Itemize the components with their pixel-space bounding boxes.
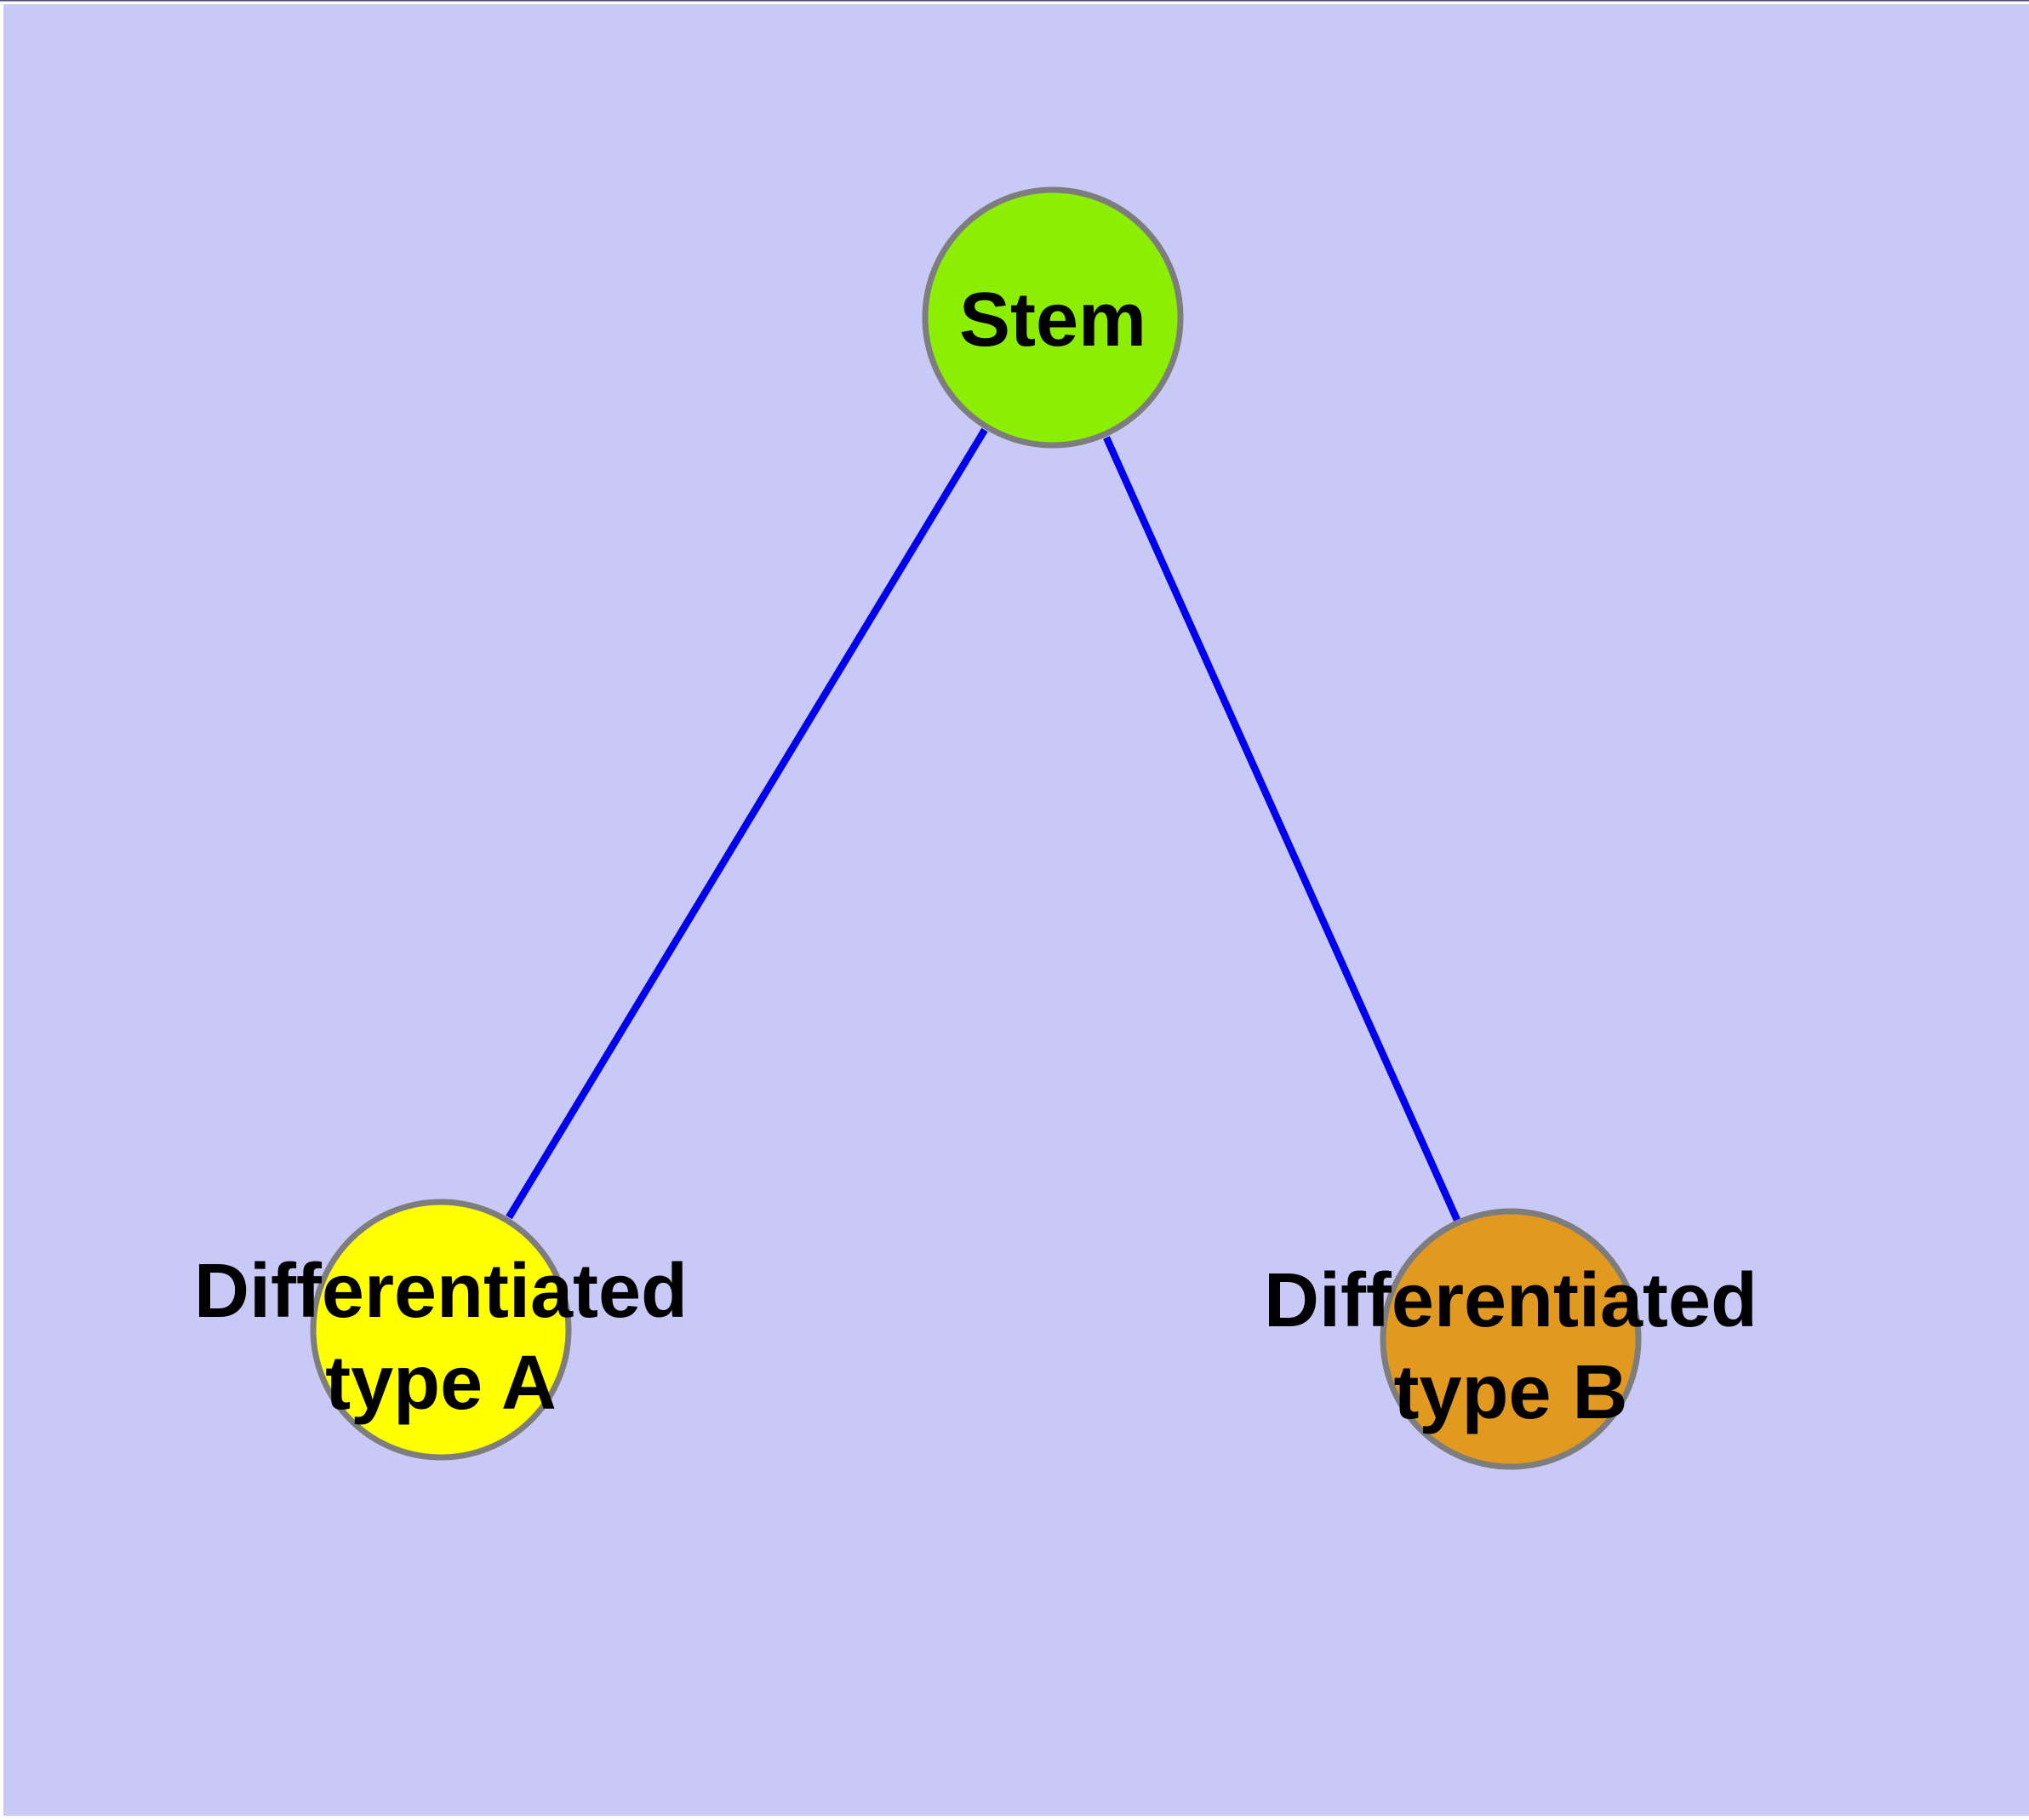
node-differentiated-type-a-label-line1: Differentiated (194, 1249, 688, 1334)
node-differentiated-type-a-circle[interactable] (310, 1199, 572, 1461)
node-differentiated-type-b[interactable]: Differentiated type B (1264, 1208, 1758, 1470)
node-stem-circle[interactable] (922, 186, 1184, 449)
canvas-top-edge-line (0, 0, 2029, 2)
node-stem[interactable]: Stem (922, 186, 1184, 449)
node-differentiated-type-b-label-line2: type B (1393, 1350, 1627, 1435)
node-differentiated-type-a-label-line2: type A (325, 1341, 557, 1426)
node-differentiated-type-b-circle[interactable] (1380, 1208, 1642, 1470)
node-stem-label: Stem (959, 278, 1146, 363)
edge-stem-to-type-b (1103, 436, 1460, 1222)
edge-stem-to-type-a (506, 427, 988, 1220)
node-differentiated-type-b-label-line1: Differentiated (1264, 1258, 1758, 1343)
node-differentiated-type-a[interactable]: Differentiated type A (194, 1199, 688, 1461)
